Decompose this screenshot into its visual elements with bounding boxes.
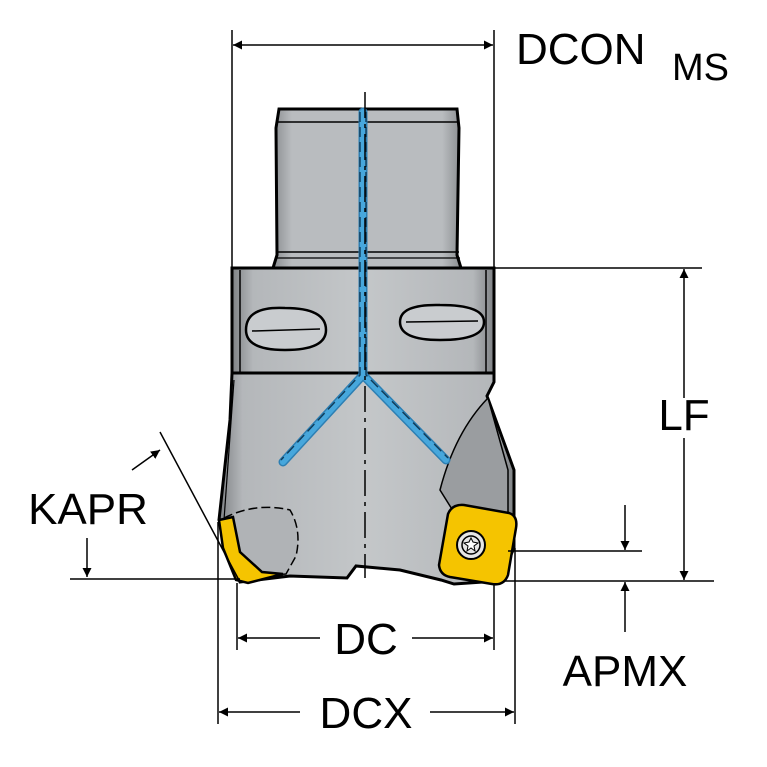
- torx-screw-icon: [456, 530, 486, 560]
- dimension-label-dcx: DCX: [320, 689, 413, 738]
- dimension-label-kapr: KAPR: [28, 485, 148, 534]
- dimension-dcon: [231, 30, 495, 268]
- dimension-label-apmx: APMX: [563, 647, 688, 696]
- dimension-label-lf: LF: [658, 391, 709, 440]
- dimension-label-dcon-subscript: MS: [672, 47, 729, 89]
- coolant-channels: [278, 107, 451, 467]
- dimension-kapr: [70, 431, 241, 583]
- dimension-label-dcon: DCON: [516, 25, 646, 74]
- dimension-dc: [236, 583, 495, 650]
- dimension-apmx: [508, 505, 642, 632]
- drive-slot-left: [244, 306, 328, 352]
- drive-slot-right: [398, 303, 486, 342]
- dimension-lf: [494, 267, 714, 582]
- dimension-label-dc: DC: [334, 615, 398, 664]
- dimension-dcx: [217, 522, 516, 724]
